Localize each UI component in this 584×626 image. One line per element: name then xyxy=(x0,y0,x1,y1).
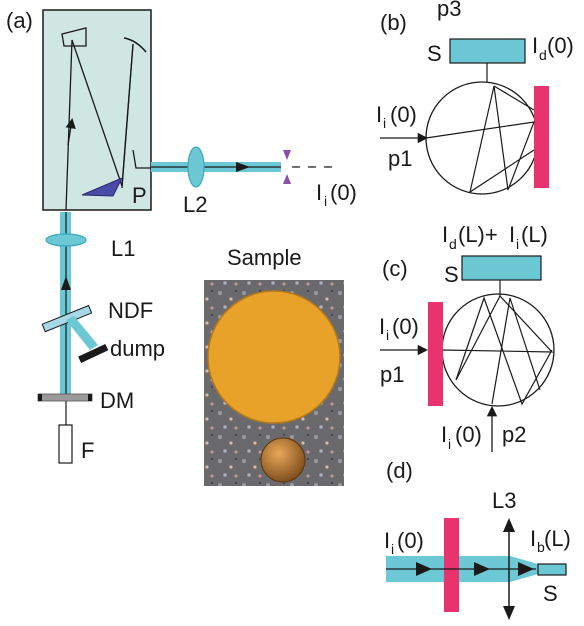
svg-text:(L): (L) xyxy=(544,526,571,551)
svg-text:I: I xyxy=(509,222,515,247)
sample-photo xyxy=(204,280,344,486)
label-F: F xyxy=(81,438,94,463)
label-P: P xyxy=(132,183,147,208)
coin-icon xyxy=(260,437,306,483)
svg-text:(0): (0) xyxy=(397,528,424,553)
label-Id0-b: I d (0) xyxy=(532,33,574,63)
svg-text:i: i xyxy=(324,193,327,209)
label-S-b: S xyxy=(427,41,442,66)
curved-mirror-icon xyxy=(123,37,147,53)
svg-text:(L)+: (L)+ xyxy=(458,222,498,247)
label-L2: L2 xyxy=(183,192,207,217)
beam-dump-icon xyxy=(78,343,109,363)
grating-icon xyxy=(61,27,87,47)
label-Ii0-b: I i (0) xyxy=(376,102,417,131)
svg-text:i: i xyxy=(516,236,519,252)
lens-L2-icon xyxy=(187,146,205,188)
label-sample: Sample xyxy=(227,245,302,270)
sample-disk xyxy=(207,290,341,424)
label-S-c: S xyxy=(444,262,459,287)
detector-S-c xyxy=(461,255,542,281)
panel-b-tag: (b) xyxy=(380,10,407,35)
beam-arrow-d-1 xyxy=(416,562,432,576)
panel-a: (a) P L2 I i (0) xyxy=(6,8,357,486)
label-Ii0-a: I i (0) xyxy=(316,180,357,209)
panel-d: (d) L3 I i (0) I b (L) S xyxy=(384,458,571,620)
panel-c-tag: (c) xyxy=(382,256,408,281)
panel-a-tag: (a) xyxy=(6,8,33,33)
prism-icon xyxy=(81,177,124,197)
svg-text:(0): (0) xyxy=(455,422,482,447)
reflected-beam xyxy=(66,316,98,350)
svg-text:I: I xyxy=(376,102,382,127)
panel-d-tag: (d) xyxy=(386,458,413,483)
label-p2-c: p2 xyxy=(502,422,526,447)
label-DM: DM xyxy=(100,388,134,413)
label-NDF: NDF xyxy=(108,298,153,323)
label-Ii0-c-bottom: I i (0) xyxy=(441,422,482,452)
rays-c xyxy=(442,294,554,406)
svg-text:d: d xyxy=(539,47,547,63)
iris-top-icon xyxy=(283,150,291,160)
svg-text:i: i xyxy=(383,115,386,131)
svg-text:i: i xyxy=(448,436,451,452)
label-p1-c: p1 xyxy=(380,362,404,387)
label-dump: dump xyxy=(110,336,165,361)
svg-text:i: i xyxy=(391,541,394,557)
label-S-d: S xyxy=(543,581,558,606)
beam-arrow-d-2 xyxy=(474,562,490,576)
svg-text:I: I xyxy=(384,528,390,553)
sample-slab-d xyxy=(444,518,459,612)
svg-text:(0): (0) xyxy=(330,180,357,205)
output-beam-arrow-icon xyxy=(236,162,250,172)
label-Ii0-d: I i (0) xyxy=(384,528,424,557)
svg-text:i: i xyxy=(386,327,389,343)
panel-b: (b) p3 S I d (0) I i (0) p1 xyxy=(376,0,574,195)
label-IbL-d: I b (L) xyxy=(530,526,571,555)
sample-slab-c xyxy=(428,302,443,406)
label-p1-b: p1 xyxy=(388,146,412,171)
label-Ii0-c-left: I i (0) xyxy=(379,314,419,343)
svg-text:I: I xyxy=(530,526,536,551)
fiber-icon xyxy=(58,424,73,464)
detector-S-b xyxy=(449,38,526,64)
lens-L1-icon xyxy=(45,233,87,247)
iris-bottom-icon xyxy=(283,174,291,184)
label-p3: p3 xyxy=(437,0,461,21)
svg-text:(0): (0) xyxy=(392,314,419,339)
svg-text:I: I xyxy=(316,180,322,205)
svg-text:I: I xyxy=(442,222,448,247)
panel-c: I d (L)+ I i (L) (c) S I i (0) p1 I i (0… xyxy=(379,222,555,452)
beam-arrow-d-3 xyxy=(518,562,534,576)
svg-text:(0): (0) xyxy=(547,33,574,58)
svg-text:I: I xyxy=(441,422,447,447)
svg-text:I: I xyxy=(379,314,385,339)
sample-slab-b xyxy=(534,86,549,188)
detector-S-d xyxy=(537,563,567,576)
rays-b xyxy=(425,85,535,194)
label-L1: L1 xyxy=(111,236,135,261)
svg-text:d: d xyxy=(449,236,457,252)
svg-text:(0): (0) xyxy=(390,102,417,127)
label-L3: L3 xyxy=(492,488,516,513)
svg-text:b: b xyxy=(537,539,545,555)
svg-text:(L): (L) xyxy=(521,222,548,247)
svg-text:I: I xyxy=(532,33,538,58)
dichroic-mirror-icon xyxy=(37,393,93,402)
label-sum-c: I d (L)+ I i (L) xyxy=(442,222,548,252)
ray-arrow-icon xyxy=(65,117,76,146)
spectrometer-box xyxy=(42,9,152,211)
input-beam-arrow-icon xyxy=(61,276,71,290)
